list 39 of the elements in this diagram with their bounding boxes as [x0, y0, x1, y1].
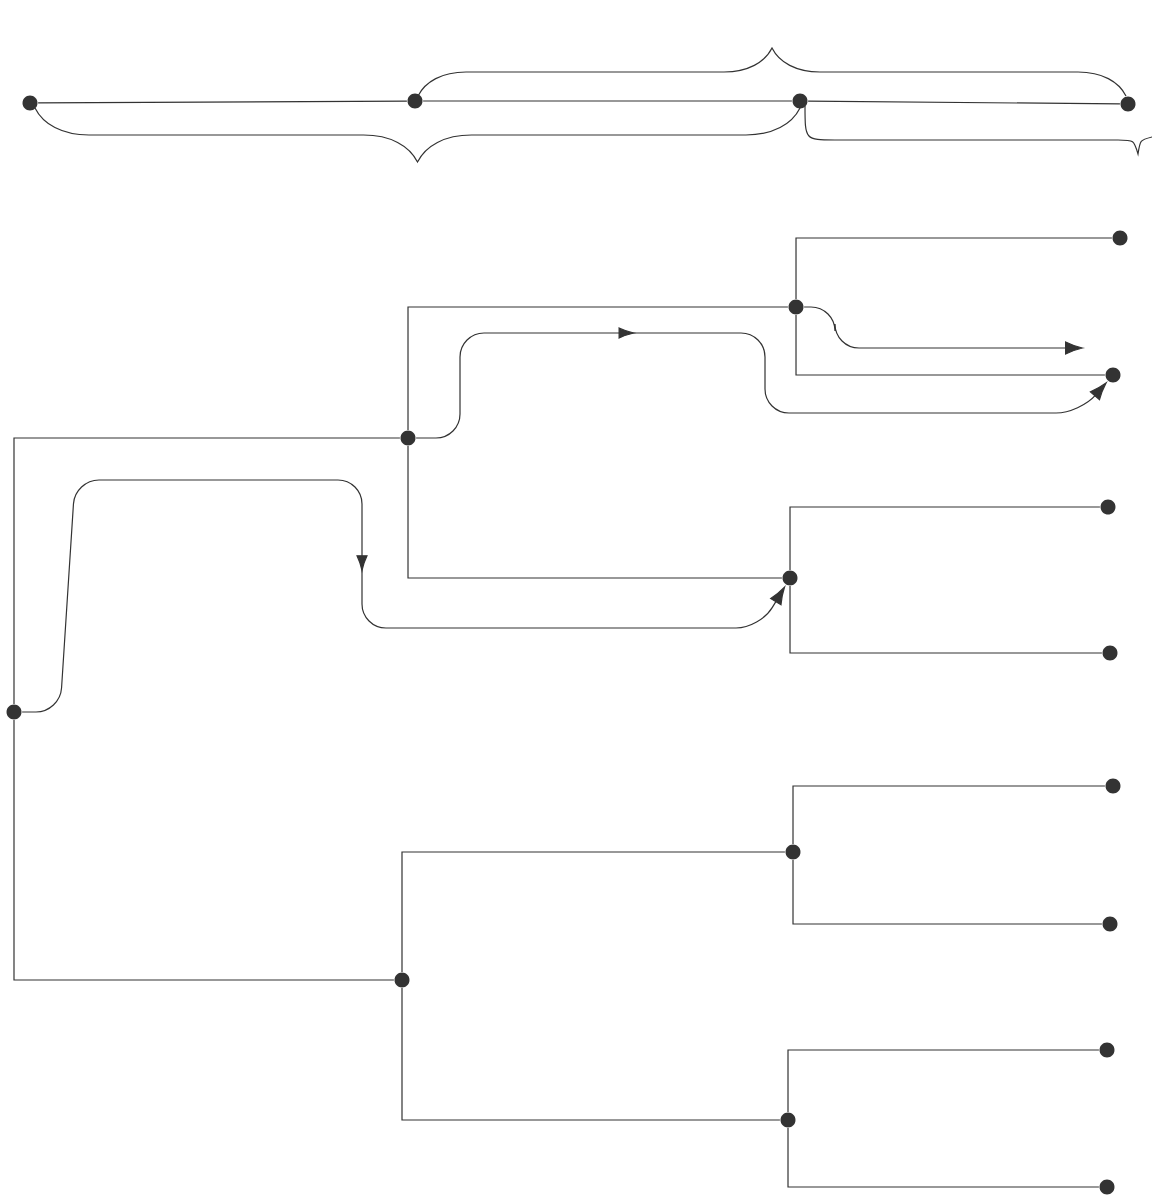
- line: [401, 987, 781, 1121]
- dot: [780, 1112, 796, 1128]
- line: [407, 306, 789, 431]
- dot: [1105, 778, 1121, 794]
- line: [787, 1127, 1100, 1188]
- line: [792, 785, 1106, 845]
- line: [401, 851, 786, 973]
- line: [13, 719, 395, 981]
- line: [787, 1049, 1100, 1113]
- dot: [785, 844, 801, 860]
- line: [407, 445, 783, 579]
- dot: [1102, 916, 1118, 932]
- line: [792, 859, 1103, 925]
- dot: [6, 704, 22, 720]
- line: [422, 100, 793, 102]
- dot: [782, 570, 798, 586]
- dot: [792, 93, 808, 109]
- line: [795, 237, 1113, 300]
- arrow: [21, 479, 786, 713]
- dot: [22, 95, 38, 111]
- dot: [1099, 1042, 1115, 1058]
- line: [37, 100, 408, 104]
- line: [13, 437, 401, 705]
- dot: [1120, 96, 1136, 112]
- dot: [1112, 230, 1128, 246]
- dot: [394, 972, 410, 988]
- line: [789, 585, 1103, 654]
- arrow: [803, 306, 1083, 355]
- dot: [1105, 367, 1121, 383]
- arrow: [415, 327, 1107, 439]
- line: [789, 506, 1101, 571]
- dot: [400, 430, 416, 446]
- dot: [1102, 645, 1118, 661]
- dot: [1100, 499, 1116, 515]
- dot: [788, 299, 804, 315]
- dot: [407, 93, 423, 109]
- dot: [1099, 1179, 1115, 1195]
- line: [795, 314, 1106, 376]
- line: [807, 100, 1121, 105]
